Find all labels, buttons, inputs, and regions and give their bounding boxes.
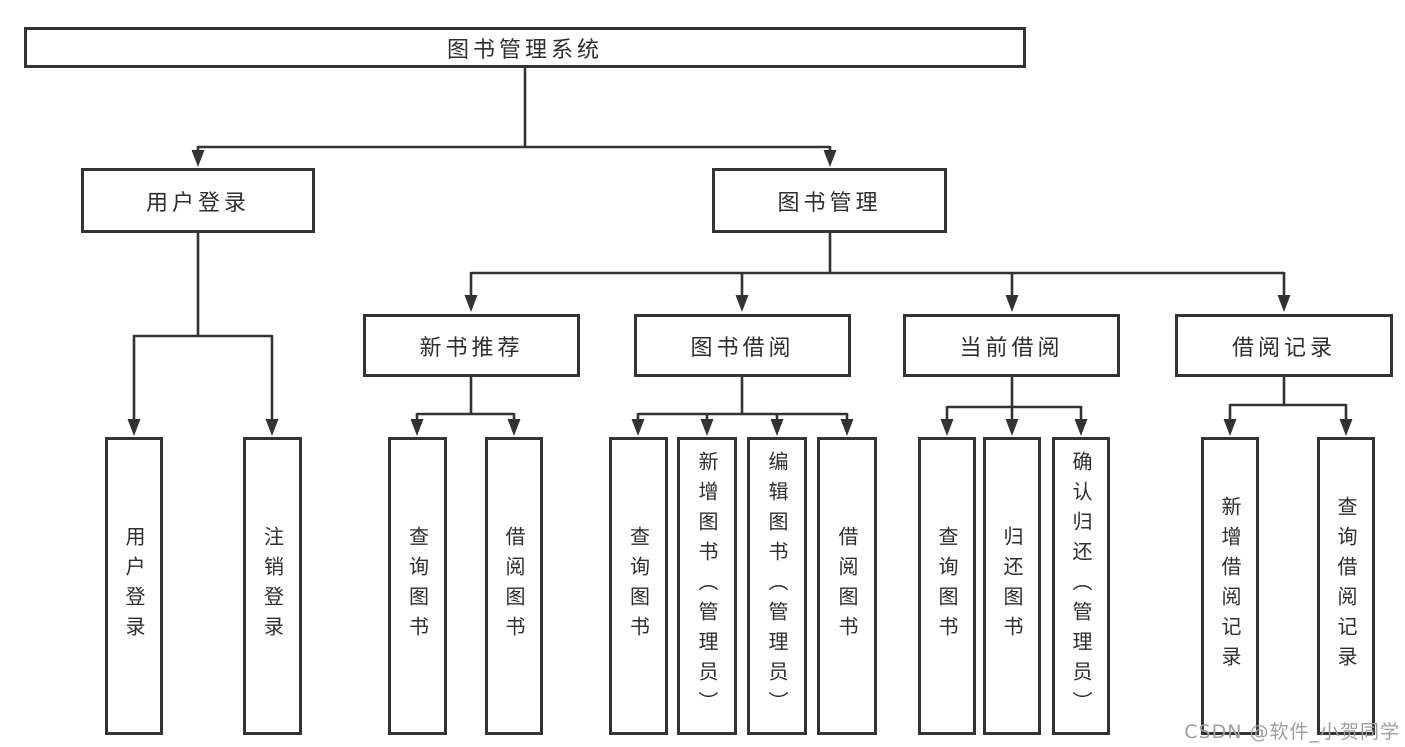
node-book-borrowing: 图书借阅	[634, 314, 851, 377]
leaf-borrow-books-recommend: 借阅图书	[485, 437, 543, 735]
node-user-login: 用户登录	[81, 168, 315, 233]
leaf-edit-books-admin: 编辑图书（管理员）	[747, 437, 807, 735]
node-label: 查询图书	[405, 526, 430, 646]
leaf-query-borrow-record: 查询借阅记录	[1317, 437, 1375, 735]
node-label: 图书借阅	[690, 335, 795, 361]
leaf-query-books-borrowing: 查询图书	[609, 437, 668, 735]
leaf-add-borrow-record: 新增借阅记录	[1201, 437, 1259, 735]
node-label: 当前借阅	[959, 335, 1064, 361]
node-label: 新书推荐	[419, 335, 524, 361]
leaf-borrow-books: 借阅图书	[817, 437, 877, 735]
node-label: 编辑图书（管理员）	[765, 451, 789, 721]
leaf-query-books-recommend: 查询图书	[388, 437, 447, 735]
leaf-query-books-current: 查询图书	[918, 437, 976, 735]
leaf-user-login: 用户登录	[105, 437, 163, 735]
node-label: 查询借阅记录	[1334, 496, 1358, 676]
node-book-management: 图书管理	[712, 168, 947, 233]
node-label: 用户登录	[145, 190, 250, 216]
node-label: 图书管理系统	[446, 37, 603, 63]
node-label: 归还图书	[1000, 526, 1024, 646]
leaf-return-books: 归还图书	[983, 437, 1041, 735]
node-borrowing-records: 借阅记录	[1175, 314, 1393, 377]
leaf-confirm-return-admin: 确认归还（管理员）	[1052, 437, 1110, 735]
connector-lines	[132, 68, 1348, 421]
node-current-borrowing: 当前借阅	[903, 314, 1120, 377]
node-label: 借阅记录	[1231, 335, 1336, 361]
node-label: 确认归还（管理员）	[1069, 451, 1093, 721]
leaf-logout: 注销登录	[243, 437, 302, 735]
node-label: 查询图书	[626, 526, 651, 646]
node-label: 借阅图书	[835, 526, 859, 646]
csdn-watermark: CSDN @软件_小贺同学	[1184, 721, 1400, 743]
node-new-book-recommend: 新书推荐	[363, 314, 580, 377]
node-system-root: 图书管理系统	[24, 27, 1026, 68]
leaf-add-books-admin: 新增图书（管理员）	[677, 437, 737, 735]
node-label: 查询图书	[935, 526, 959, 646]
node-label: 注销登录	[260, 526, 285, 646]
node-label: 图书管理	[777, 190, 882, 216]
node-label: 用户登录	[122, 526, 146, 646]
node-label: 借阅图书	[502, 526, 526, 646]
node-label: 新增借阅记录	[1218, 496, 1242, 676]
node-label: 新增图书（管理员）	[695, 451, 719, 721]
